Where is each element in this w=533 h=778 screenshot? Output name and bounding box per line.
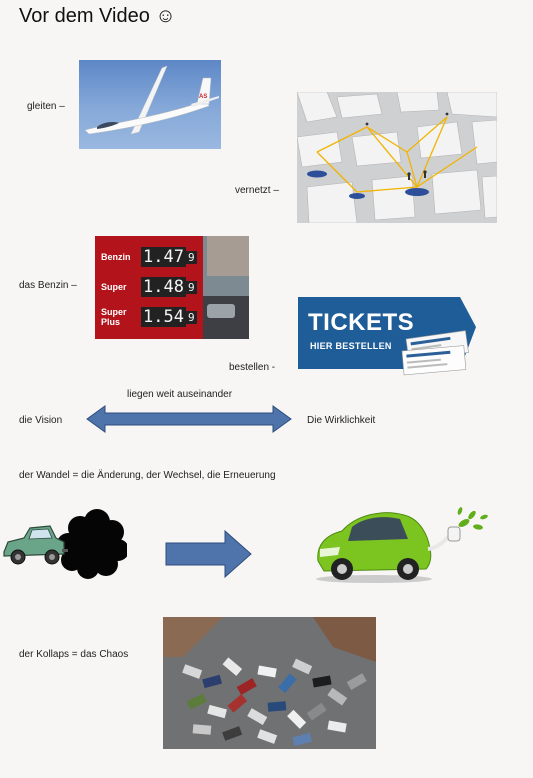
fuel-name: Super Plus (101, 307, 127, 327)
page-title: Vor dem Video ☺ (19, 5, 176, 27)
fuel-price-tenth: 9 (185, 280, 197, 294)
fuel-price-list: Benzin 1.47 9 Super 1.48 9 Super Plus 1.… (101, 242, 201, 332)
fuel-price-tenth: 9 (185, 250, 197, 264)
fuel-name: Super (101, 282, 127, 292)
fuel-price: 1.54 (141, 307, 186, 327)
fuel-row: Super Plus 1.54 9 (101, 302, 201, 332)
fuel-price: 1.47 (141, 247, 186, 267)
traffic-chaos-image (163, 617, 376, 749)
glider-tail-text: AS (199, 94, 207, 100)
electric-car-image (312, 505, 492, 585)
label-gleiten: gleiten – (27, 101, 65, 112)
fuel-name: Benzin (101, 252, 131, 262)
right-arrow-icon (165, 530, 252, 578)
label-kollaps: der Kollaps = das Chaos (19, 649, 129, 660)
tickets-heading: TICKETS (308, 309, 415, 336)
fuel-price-tenth: 9 (185, 310, 197, 324)
polluting-car-image (2, 508, 129, 580)
label-bestellen: bestellen - (229, 362, 276, 373)
label-wirklichkeit: Die Wirklichkeit (307, 415, 376, 426)
fuel-row: Benzin 1.47 9 (101, 242, 201, 272)
label-benzin: das Benzin – (19, 280, 77, 291)
fuel-price: 1.48 (141, 277, 186, 297)
double-arrow-icon (86, 405, 292, 433)
tickets-subheading: HIER BESTELLEN (310, 341, 392, 351)
fuel-price-sign-image: Benzin 1.47 9 Super 1.48 9 Super Plus 1.… (95, 236, 249, 339)
smiley-icon: ☺ (155, 5, 176, 27)
tickets-banner-image: TICKETS HIER BESTELLEN (298, 297, 476, 382)
label-wandel: der Wandel = die Änderung, der Wechsel, … (19, 470, 276, 481)
label-vision: die Vision (19, 415, 63, 426)
network-city-image (297, 92, 497, 223)
glider-image: AS (79, 60, 221, 149)
fuel-row: Super 1.48 9 (101, 272, 201, 302)
label-auseinander: liegen weit auseinander (127, 389, 233, 400)
label-vernetzt: vernetzt – (235, 185, 279, 196)
